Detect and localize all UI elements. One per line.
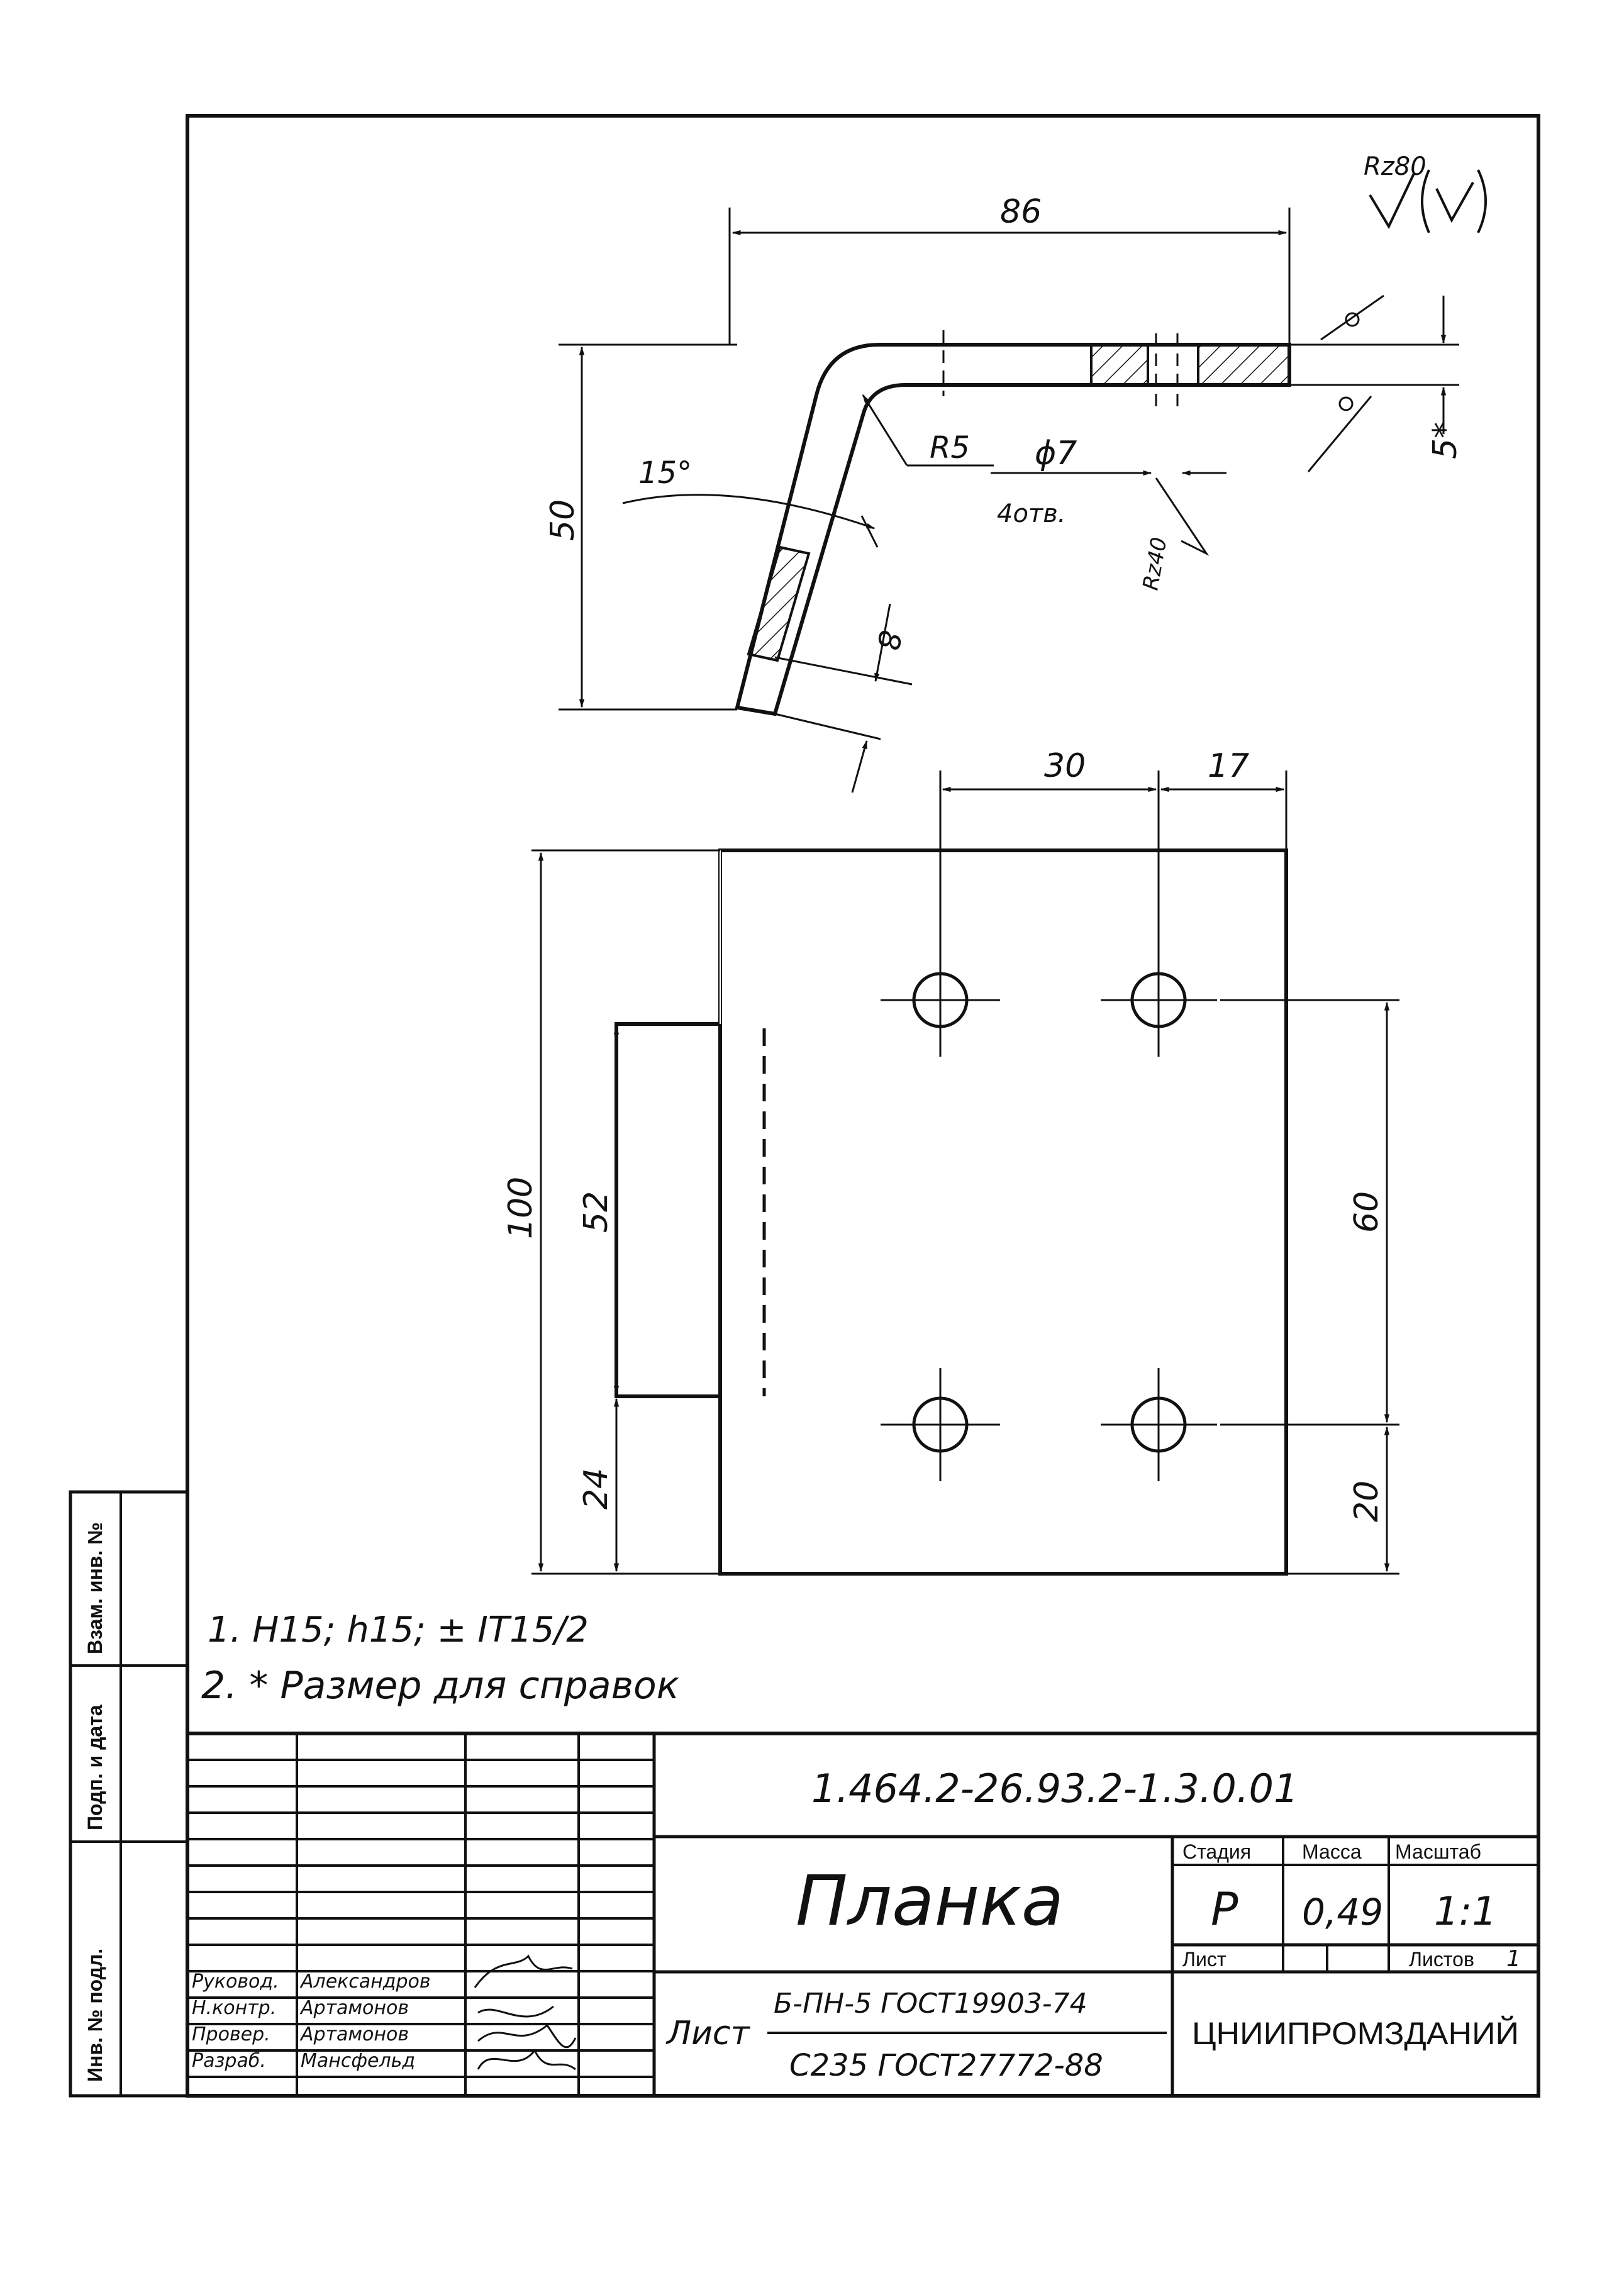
scale-value: 1:1 (1434, 1888, 1497, 1934)
handwritten-signature (474, 1954, 577, 2071)
dim-edge-x: 17 (1208, 747, 1249, 785)
designation: 1.464.2-26.93.2-1.3.0.01 (811, 1766, 1298, 1811)
margin-label-inventory: Инв. № подл. (84, 1949, 106, 2082)
sig-name-3: Мансфельд (301, 2050, 415, 2072)
mass-label: Масса (1302, 1840, 1362, 1863)
roughness-general: Rz80 (1364, 152, 1427, 181)
dim-slot-length: 52 (577, 1191, 615, 1233)
dim-edge-y: 20 (1348, 1481, 1386, 1522)
dim-hole-diameter: ϕ7 (1035, 435, 1077, 472)
margin-stamp: Взам. инв. № Подп. и дата Инв. № подл. (69, 1490, 189, 2098)
roughness-hole: Rz40 (1138, 535, 1172, 592)
sig-role-2: Провер. (192, 2023, 270, 2045)
holes (881, 770, 1217, 1481)
dim-plate-height: 100 (502, 1177, 540, 1239)
dim-hole-count: 4отв. (997, 499, 1066, 528)
note-reference-size: 2. * Размер для справок (201, 1664, 679, 1708)
dim-top-length: 86 (1000, 193, 1042, 231)
sig-role-1: Н.контр. (192, 1997, 276, 2019)
dim-hole-pitch-y: 60 (1348, 1191, 1386, 1233)
front-view: 30 17 100 52 24 60 20 (502, 747, 1399, 1576)
mass-value: 0,49 (1302, 1891, 1383, 1933)
side-view: 86 50 R5 15° ϕ7 4отв. Rz40 5* (544, 193, 1464, 793)
note-tolerances: 1. H15; h15; ± IT15/2 (208, 1610, 589, 1650)
sig-role-0: Руковод. (192, 1971, 279, 1993)
sig-name-1: Артамонов (299, 1997, 409, 2019)
dim-slot-offset: 24 (577, 1468, 615, 1510)
side-view-section (747, 545, 811, 662)
side-view-outline (735, 343, 1291, 716)
margin-label-signature: Подп. и дата (84, 1705, 106, 1830)
part-name: Планка (796, 1861, 1064, 1941)
roughness-symbol: Rz80 (1364, 152, 1487, 233)
sheets-count: 1 (1506, 1946, 1521, 1972)
sig-role-3: Разраб. (192, 2050, 266, 2072)
dim-height: 50 (544, 499, 582, 541)
sheets-label: Листов (1409, 1948, 1474, 1971)
dim-angle: 15° (638, 455, 692, 491)
section-hatch-right (1197, 343, 1291, 386)
section-hatch-left (1090, 343, 1149, 386)
sig-name-0: Александров (299, 1971, 431, 1993)
organization: ЦНИИПРОМЗДАНИЙ (1192, 2015, 1519, 2051)
sheet-label: Лист (1182, 1948, 1226, 1971)
stage-label: Стадия (1182, 1840, 1251, 1863)
material-top: Б-ПН-5 ГОСТ19903-74 (774, 1988, 1087, 2020)
material-prefix: Лист (665, 2015, 750, 2052)
title-block: Руковод. Александров Н.контр. Артамонов … (186, 1732, 1540, 2098)
sig-name-2: Артамонов (299, 2023, 409, 2045)
margin-label-replacement: Взам. инв. № (84, 1522, 106, 1654)
scale-label: Масштаб (1395, 1840, 1481, 1863)
dim-thickness-ref: 5* (1427, 422, 1464, 459)
stage-value: Р (1211, 1883, 1238, 1935)
dim-flange-thickness: 8 (870, 628, 908, 653)
material-bottom: С235 ГОСТ27772-88 (789, 2048, 1103, 2083)
technical-notes: 1. H15; h15; ± IT15/2 2. * Размер для сп… (201, 1610, 679, 1708)
dim-hole-pitch-x: 30 (1044, 747, 1086, 785)
plate-outline (718, 848, 1288, 1576)
dim-bend-radius: R5 (930, 430, 970, 465)
flange-slot (615, 1022, 722, 1398)
